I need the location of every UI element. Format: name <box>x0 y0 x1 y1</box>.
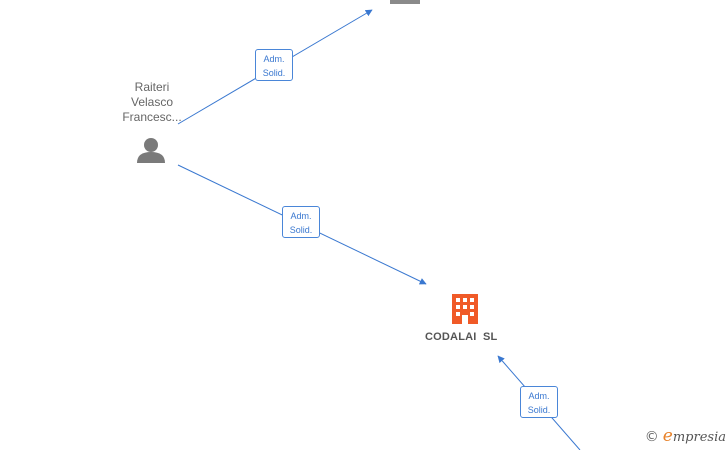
edge-label-line-1: Adm. <box>528 391 550 401</box>
edge-label-line-2: Solid. <box>527 405 551 415</box>
person-name-line-1: Raiteri <box>134 80 170 94</box>
offscreen-building-icon[interactable] <box>390 0 420 4</box>
edge-label-line-1: Adm. <box>290 211 312 221</box>
edge-label-line-2: Solid. <box>262 68 286 78</box>
edge-label-line-2: Solid. <box>289 225 313 235</box>
edge-label-bottom-to-codalai[interactable]: Adm. Solid. <box>520 386 558 418</box>
person-name-line-2: Velasco <box>130 95 174 109</box>
person-name[interactable]: Raiteri Velasco Francesc... <box>112 80 192 125</box>
brand-name: mpresia <box>672 430 726 445</box>
edge-label-person-to-codalai[interactable]: Adm. Solid. <box>282 206 320 238</box>
company-name[interactable]: CODALAI SL <box>425 331 498 343</box>
edge-label-line-1: Adm. <box>263 54 285 64</box>
building-icon[interactable] <box>452 294 478 324</box>
copyright-symbol: © <box>644 429 659 445</box>
person-name-line-3: Francesc... <box>122 110 182 124</box>
edge-label-person-to-top[interactable]: Adm. Solid. <box>255 49 293 81</box>
empresia-watermark: ©empresia <box>645 426 726 446</box>
person-icon[interactable] <box>137 138 165 163</box>
brand-initial: e <box>662 426 673 446</box>
